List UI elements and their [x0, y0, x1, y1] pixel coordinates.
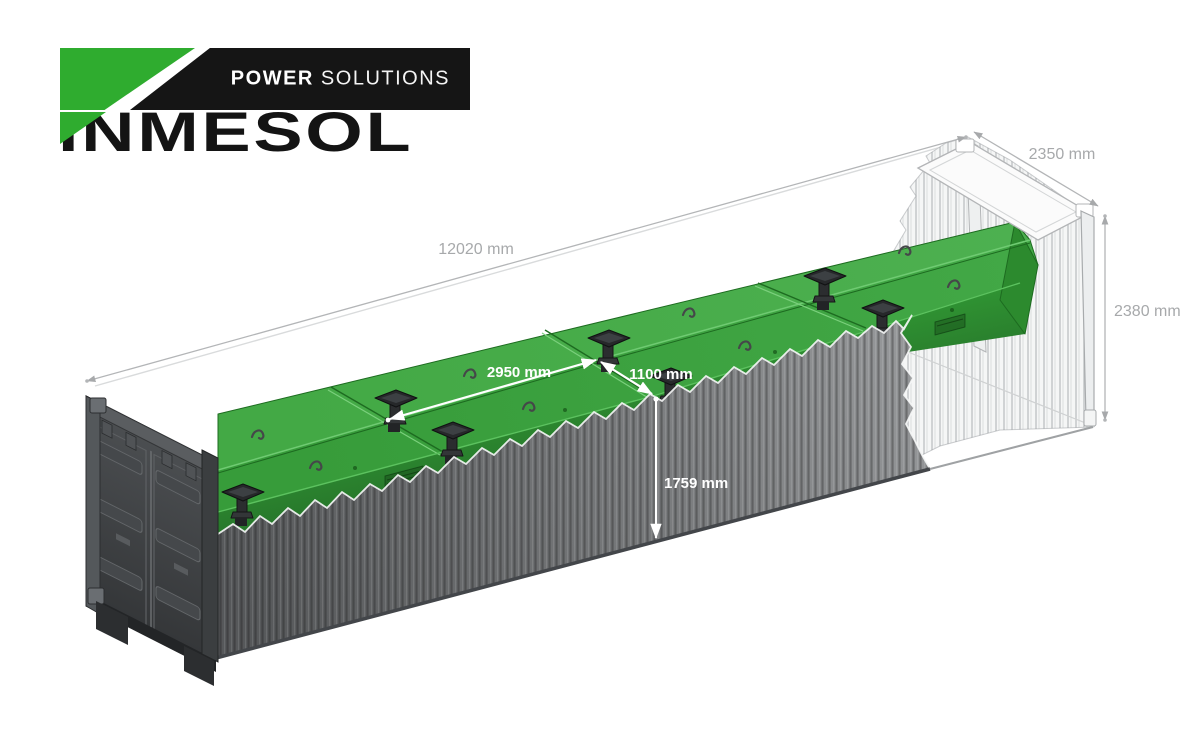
corner-casting-bottom-front [1083, 409, 1097, 427]
label-container-height: 2380 mm [1114, 303, 1181, 320]
left-post-casting-top [89, 397, 107, 414]
logo-tagline: POWER SOLUTIONS [231, 68, 450, 91]
left-front-post [85, 395, 101, 615]
logo-wordmark: INMESOL [58, 100, 414, 163]
module-right-side [999, 221, 1039, 335]
container-left-end [85, 395, 219, 686]
exhaust-assembly [221, 483, 265, 526]
container-foot [96, 601, 128, 645]
dimension-module-width: 1100 mm [600, 361, 693, 395]
label-container-width: 2350 mm [1029, 146, 1096, 163]
tagline-power: POWER [230, 67, 314, 90]
corner-casting-top-back [955, 138, 975, 153]
dimension-module-length: 2950 mm [385, 358, 598, 423]
label-module-length: 2950 mm [487, 364, 551, 381]
bottom-rail-dark [215, 467, 931, 660]
dimension-width: 2350 mm [973, 131, 1099, 207]
dimension-length: 12020 mm [85, 135, 968, 383]
label-module-height: 1759 mm [664, 475, 728, 492]
side-wall-corrugation [216, 315, 930, 658]
tagline-solutions: SOLUTIONS [320, 67, 450, 90]
bottom-rail-light [929, 426, 1094, 470]
label-module-width: 1100 mm [629, 366, 692, 383]
label-container-length: 12020 mm [438, 241, 514, 258]
inmesol-logo: POWER SOLUTIONS INMESOL [0, 0, 500, 180]
dimension-module-height: 1759 mm [650, 396, 728, 540]
container-foot [184, 646, 214, 686]
left-right-post [201, 449, 219, 663]
dimension-height: 2380 mm [1101, 214, 1181, 422]
